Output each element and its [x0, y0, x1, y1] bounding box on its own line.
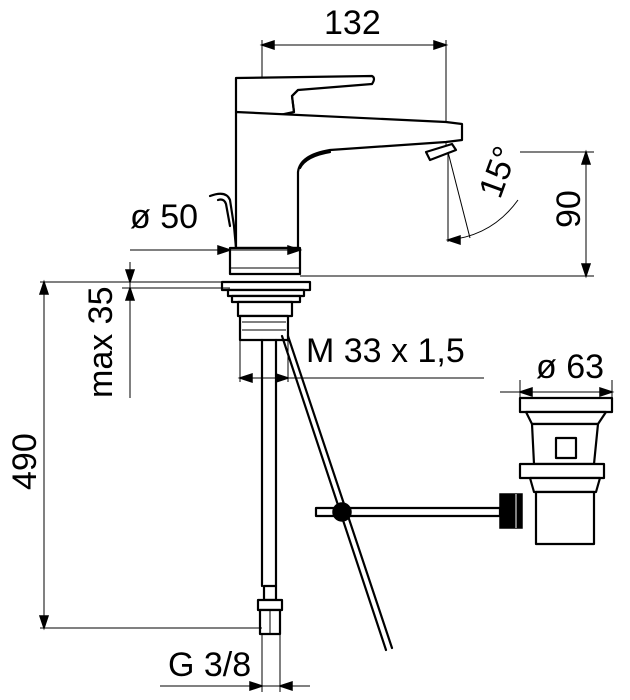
- spout-aerator: [424, 142, 458, 162]
- waste-diameter-label: ø 63: [536, 348, 604, 386]
- spout-height-label: 90: [550, 190, 588, 228]
- handle-lever: [234, 74, 376, 122]
- hose-connector: [256, 584, 284, 636]
- deck-thickness-label: max 35: [82, 287, 120, 399]
- dimension-spout-angle: 15°: [445, 141, 525, 246]
- dimension-deck-thickness: max 35: [82, 262, 230, 398]
- faucet-body: [234, 110, 464, 250]
- drain-assembly: [499, 396, 614, 546]
- mounting-assembly: [220, 280, 312, 342]
- hose-length-label: 490: [6, 433, 44, 490]
- supply-hose: [260, 338, 278, 588]
- popup-rod-knob: [208, 192, 238, 250]
- popup-linkage: [280, 334, 502, 652]
- dimension-connection: G 3/8: [160, 634, 310, 692]
- thread-label: M 33 x 1,5: [306, 332, 465, 370]
- dimension-base-diameter: ø 50: [130, 198, 303, 256]
- base-diameter-label: ø 50: [130, 198, 198, 236]
- dimension-spout-reach: 132: [259, 4, 449, 150]
- spout-reach-label: 132: [324, 4, 381, 42]
- dimension-hose-length: 490: [6, 279, 262, 631]
- connection-label: G 3/8: [168, 646, 251, 684]
- dimension-waste-diameter: ø 63: [500, 348, 615, 398]
- dimension-spout-height: 90: [300, 149, 594, 279]
- dimension-thread: M 33 x 1,5: [237, 332, 484, 384]
- spout-angle-label: 15°: [472, 141, 525, 202]
